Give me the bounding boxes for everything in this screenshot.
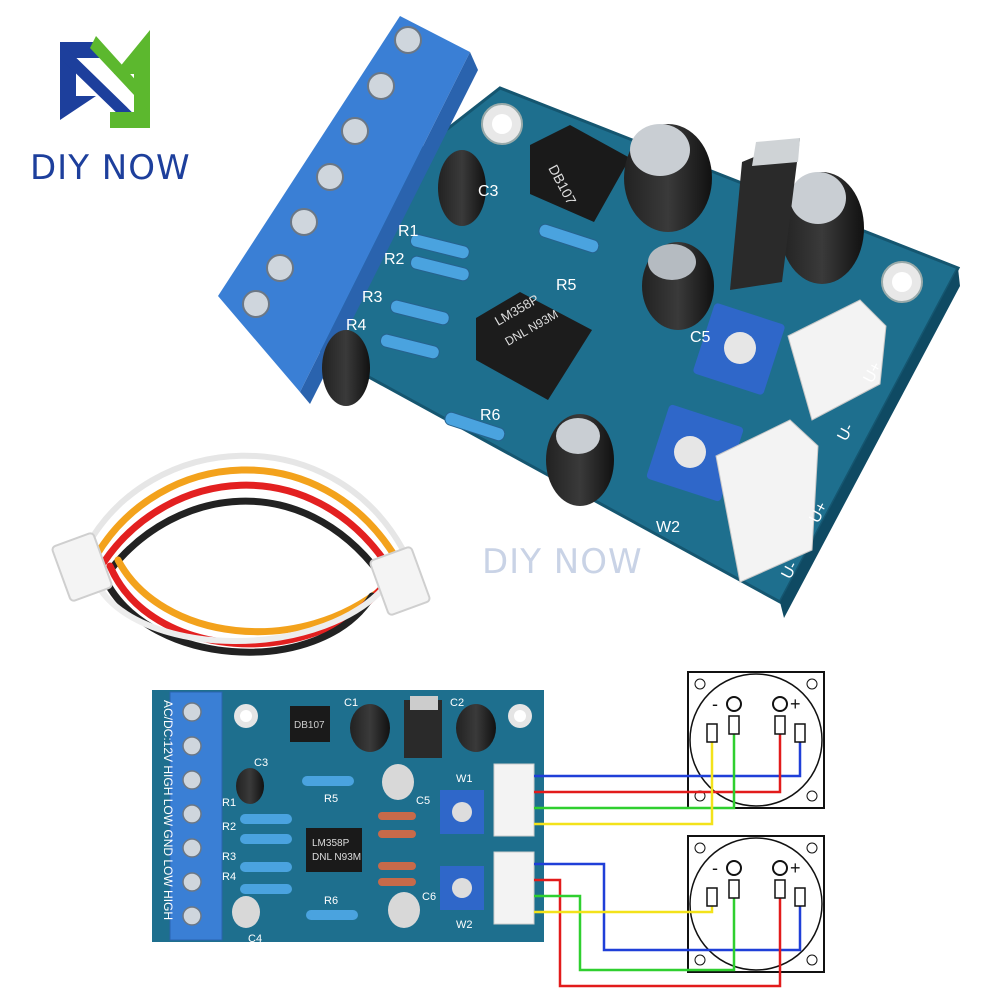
meter-terminals [706, 715, 806, 907]
dlabel-r1: R1 [222, 797, 236, 809]
label-r2: R2 [384, 251, 405, 268]
brand-logo [60, 30, 150, 128]
diagram-board: AC/DC:12V HIGH LOW GND LOW HIGH DB107 LM… [152, 690, 544, 945]
dlabel-c3: C3 [254, 757, 268, 769]
label-c3: C3 [478, 183, 499, 200]
label-c5: C5 [690, 329, 711, 346]
watermark: DIY NOW [482, 542, 643, 582]
label-r6: R6 [480, 407, 501, 424]
dlabel-c4: C4 [248, 933, 262, 945]
dlabel-c1: C1 [344, 697, 358, 709]
label-r1: R1 [398, 223, 419, 240]
diagram-chip-label: LM358P [312, 838, 350, 849]
dlabel-r5: R5 [324, 793, 338, 805]
dlabel-c6: C6 [422, 891, 436, 903]
dlabel-r2: R2 [222, 821, 236, 833]
label-r3: R3 [362, 289, 383, 306]
diagram-terminal-label: AC/DC:12V HIGH LOW GND LOW HIGH [161, 700, 175, 920]
brand-name: DIY NOW [30, 148, 191, 188]
meter-top-plus: + [790, 694, 801, 714]
meter-bottom-plus: + [790, 858, 801, 878]
dlabel-c5: C5 [416, 795, 430, 807]
label-w2: W2 [656, 519, 680, 536]
label-r4: R4 [346, 317, 367, 334]
dlabel-r3: R3 [222, 851, 236, 863]
dlabel-r6: R6 [324, 895, 338, 907]
dlabel-w2: W2 [456, 919, 473, 931]
dlabel-r4: R4 [222, 871, 236, 883]
wire-cable [51, 451, 431, 656]
meter-bottom-minus: - [712, 858, 718, 878]
dlabel-c2: C2 [450, 697, 464, 709]
dlabel-w1: W1 [456, 773, 473, 785]
photo-board: DB107 LM358P DNL N93M [218, 16, 961, 618]
diagram-bridge-label: DB107 [294, 720, 325, 731]
meter-top-minus: - [712, 694, 718, 714]
label-u2: U- [835, 421, 858, 444]
label-u4: U- [779, 559, 802, 582]
label-c4: C4 [336, 413, 357, 430]
label-r5: R5 [556, 277, 577, 294]
diagram-chip-code: DNL N93M [312, 852, 361, 863]
